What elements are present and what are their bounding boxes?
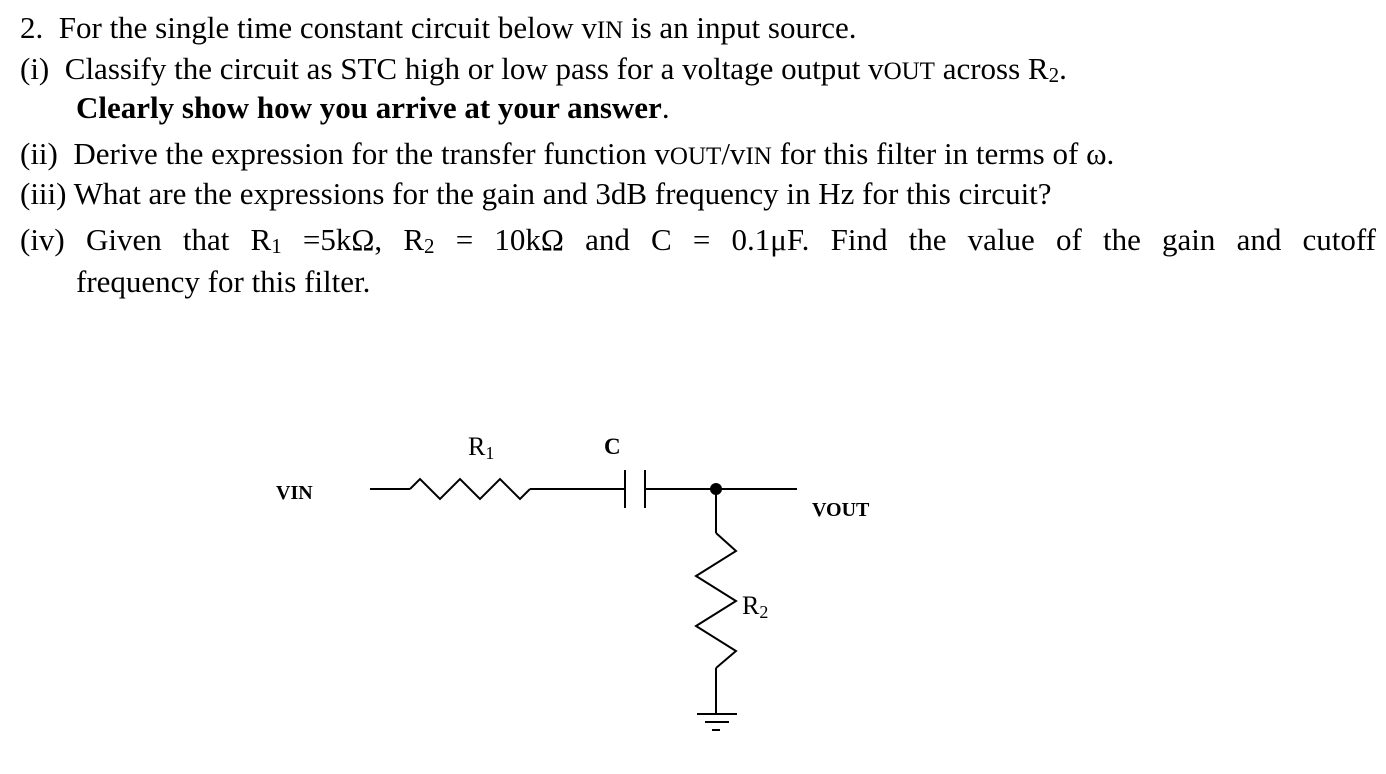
r1-label: R1 (468, 432, 494, 463)
resistor-r1 (409, 477, 531, 501)
vin-label: VIN (276, 482, 313, 504)
resistor-r2 (694, 532, 738, 669)
part-iv-continued: frequency for this filter. (76, 264, 371, 299)
part-iv: (iv) Given that R1 =5kΩ, R2 = 10kΩ and C… (20, 222, 1376, 258)
c-label: C (604, 434, 621, 459)
part-i-emphasis: Clearly show how you arrive at your answ… (76, 90, 670, 125)
output-node-dot (710, 483, 722, 495)
part-i: (i) Classify the circuit as STC high or … (20, 51, 1067, 87)
question-intro: 2. For the single time constant circuit … (20, 10, 857, 45)
r2-label: R2 (742, 591, 768, 622)
vout-label: VOUT (812, 499, 870, 521)
part-iii: (iii) What are the expressions for the g… (20, 176, 1052, 211)
part-ii: (ii) Derive the expression for the trans… (20, 136, 1115, 171)
question-number: 2. (20, 10, 44, 45)
